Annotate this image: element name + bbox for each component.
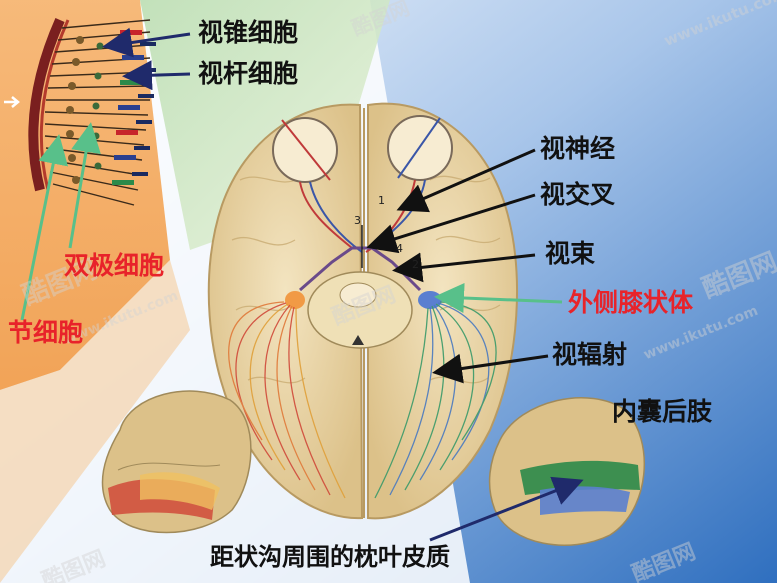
diagram-number-1: 1 [378,194,385,207]
label-lateral-geniculate: 外侧膝状体 [568,288,694,317]
bipolar-cell-pointer [68,122,101,249]
diagram-number-3: 3 [354,214,361,227]
optic-tract-pointer [392,252,536,283]
label-optic-tract: 视束 [545,239,596,268]
label-ganglion-cell: 节细胞 [8,318,84,347]
diagram-number-4: 4 [396,242,403,255]
rod-cell-pointer [122,60,191,91]
optic-chiasm-pointer [366,193,536,254]
label-bipolar-cell: 双极细胞 [64,251,165,280]
label-cone-cell: 视锥细胞 [198,18,299,47]
calcarine-pointer [429,476,584,542]
label-calcarine-cortex: 距状沟周围的枕叶皮质 [210,543,450,571]
label-optic-chiasm: 视交叉 [540,180,616,209]
diagram-number-2: 2 [412,258,419,271]
label-optic-nerve: 视神经 [540,134,616,163]
optic-radiation-pointer [432,353,549,384]
label-rod-cell: 视杆细胞 [198,59,299,88]
background-orange-lower [0,260,190,583]
cone-cell-pointer [102,27,191,58]
lateral-geniculate-pointer [434,282,563,313]
background-orange-wedge [0,0,170,390]
label-internal-capsule: 内囊后肢 [612,397,713,426]
optic-nerve-pointer [396,148,536,213]
ganglion-cell-pointer [20,134,69,321]
label-optic-radiation: 视辐射 [552,340,628,369]
left-occipital-inset [101,390,252,534]
